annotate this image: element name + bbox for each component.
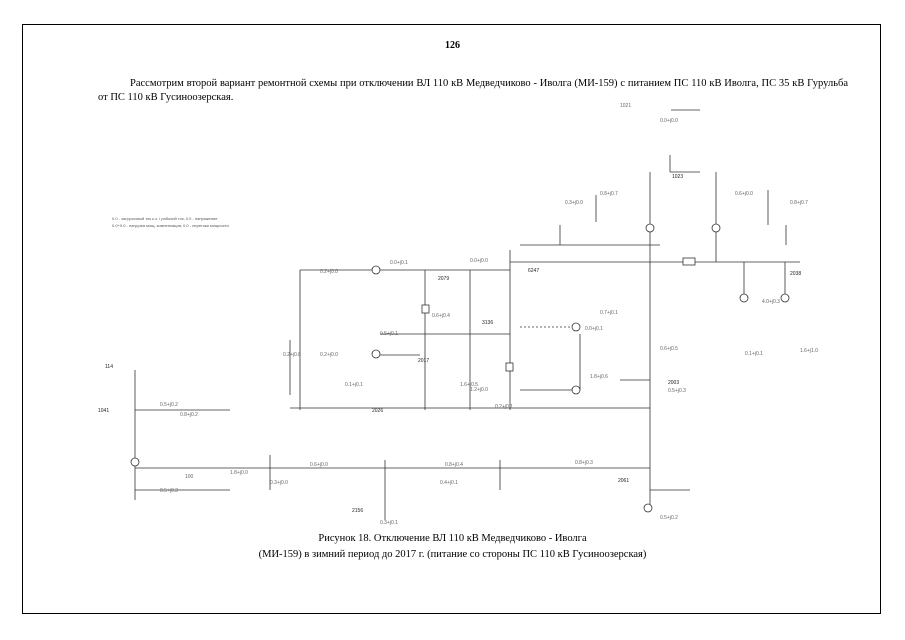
schematic-lines — [134, 109, 800, 520]
diagram-label: 0.0+j0.1 — [390, 260, 408, 266]
diagram-label: 0.8+j0.3 — [575, 460, 593, 466]
switch-symbol — [682, 257, 696, 266]
diagram-label: 0.8+j0.7 — [600, 191, 618, 197]
switch-symbol — [421, 304, 430, 314]
diagram-label: 1021 — [620, 103, 631, 109]
figure-caption-line-2: (МИ-159) в зимний период до 2017 г. (пит… — [258, 549, 647, 560]
diagram-label: 0.6+j0.0 — [735, 191, 753, 197]
diagram-label: 1.2+j0.0 — [470, 387, 488, 393]
diagram-label: 2079 — [438, 276, 449, 282]
generator-symbol — [645, 223, 655, 233]
diagram-label: 0.6+j0.5 — [660, 346, 678, 352]
generator-symbol — [571, 385, 581, 395]
diagram-label: 0.0+j0.1 — [585, 326, 603, 332]
diagram-label: 0.7+j0.1 — [600, 310, 618, 316]
diagram-label: 114 — [105, 364, 113, 370]
page-frame — [22, 24, 881, 614]
diagram-label: 0.1+j0.1 — [345, 382, 363, 388]
diagram-label: 2061 — [618, 478, 629, 484]
generator-symbol — [711, 223, 721, 233]
diagram-label: 0.3+j0.0 — [270, 480, 288, 486]
legend-line-2: 0.0+0.0 - нагрузка мощ. компенсация; 0.0… — [112, 223, 229, 228]
schematic-labels: 1021 0.0+j0.0 1023 0.3+j0.0 0.8+j0.7 0.6… — [98, 103, 818, 526]
diagram-label: 1.6+j1.0 — [800, 348, 818, 354]
diagram-label: 0.5+j0.1 — [380, 331, 398, 337]
paragraph-text: Рассмотрим второй вариант ремонтной схем… — [98, 78, 848, 103]
diagram-label: 0.2+j0.1 — [495, 404, 513, 410]
switch-symbol — [505, 362, 514, 372]
page-number: 126 — [445, 40, 460, 51]
generator-symbol — [371, 265, 381, 275]
diagram-label: 0.2+j0.0 — [320, 269, 338, 275]
diagram-label: 3136 — [482, 320, 493, 326]
diagram-label: 2156 — [352, 508, 363, 514]
diagram-label: 100 — [185, 474, 194, 480]
diagram-label: 2017 — [418, 358, 429, 364]
diagram-label: 0.2+j0.0 — [320, 352, 338, 358]
diagram-label: 0.4+j0.1 — [440, 480, 458, 486]
diagram-label: 0.0+j0.0 — [660, 118, 678, 124]
diagram-label: 0.3+j0.1 — [380, 520, 398, 526]
diagram-label: 1.6+j0.5 — [460, 382, 478, 388]
diagram-label: 4.0+j0.3 — [762, 299, 780, 305]
diagram-label: 0.0+j0.0 — [470, 258, 488, 264]
diagram-label: 0.8+j0.4 — [445, 462, 463, 468]
diagram-label: 1041 — [98, 408, 109, 414]
diagram-label: 0.6+j0.0 — [310, 462, 328, 468]
diagram-label: 0.5+j0.3 — [160, 488, 178, 494]
generator-symbol — [571, 322, 581, 332]
diagram-label: 0.3+j0.0 — [565, 200, 583, 206]
diagram-label: 0.8+j0.7 — [790, 200, 808, 206]
generator-symbol — [371, 349, 381, 359]
diagram-label: 0.8+j0.2 — [180, 412, 198, 418]
generator-symbol — [643, 503, 653, 513]
diagram-label: 0.5+j0.3 — [668, 388, 686, 394]
diagram-label: 1.8+j0.6 — [590, 374, 608, 380]
legend-line-1: 0.0 - загрузочный ток к.з. / рабочий ток… — [112, 216, 218, 221]
figure-caption-line-1: Рисунок 18. Отключение ВЛ 110 кВ Медведч… — [318, 533, 587, 544]
diagram-label: 1.8+j0.0 — [230, 470, 248, 476]
diagram-label: 1023 — [672, 174, 683, 180]
generator-symbol — [739, 293, 749, 303]
schematic-symbols — [130, 223, 790, 513]
diagram-label: 0.5+j0.2 — [660, 515, 678, 521]
diagram-label: 0.1+j0.1 — [745, 351, 763, 357]
diagram-label: 2038 — [790, 271, 801, 277]
generator-symbol — [780, 293, 790, 303]
diagram-label: 2003 — [668, 380, 679, 386]
diagram-label: 0.2+j0.8 — [283, 352, 301, 358]
generator-symbol — [130, 457, 140, 467]
diagram-label: 0.6+j0.4 — [432, 313, 450, 319]
diagram-label: 6247 — [528, 268, 539, 274]
diagram-label: 2026 — [372, 408, 383, 414]
diagram-label: 0.5+j0.2 — [160, 402, 178, 408]
body-paragraph: Рассмотрим второй вариант ремонтной схем… — [98, 77, 848, 105]
